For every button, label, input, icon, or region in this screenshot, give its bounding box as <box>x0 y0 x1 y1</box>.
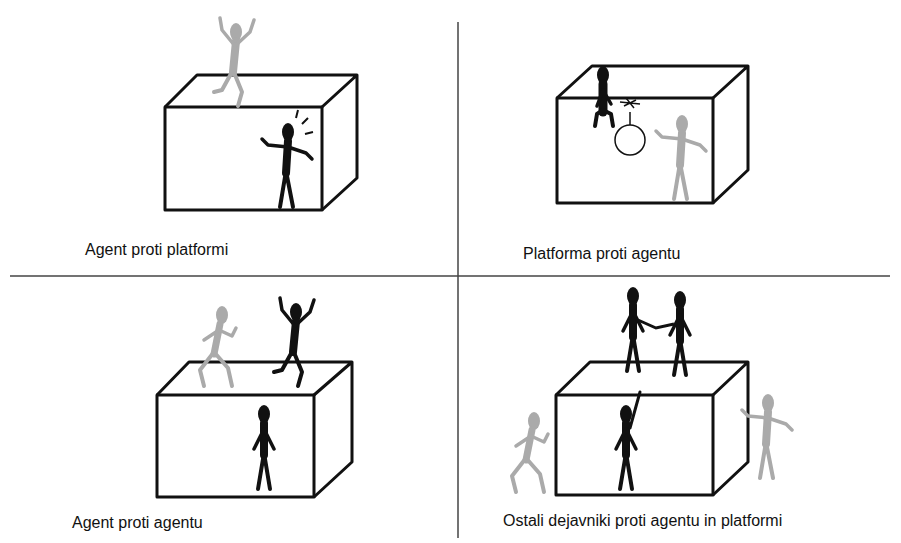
quadrant-caption: Platforma proti agentu <box>523 244 680 263</box>
pointing-arm <box>630 392 640 428</box>
quadrant-caption: Agent proti platformi <box>85 240 228 259</box>
bomb-fuse <box>620 98 640 125</box>
figure-black <box>254 405 274 489</box>
cube <box>157 362 352 497</box>
figure-grey <box>214 18 254 106</box>
handshake <box>638 320 674 328</box>
quadrant-caption: Ostali dejavniki proti agentu in platfor… <box>503 511 782 530</box>
figure-grey <box>200 306 236 386</box>
divider-vertical <box>457 22 459 538</box>
figure-black <box>623 287 643 371</box>
figure-grey <box>742 394 792 478</box>
cube <box>556 362 748 495</box>
alarm-marks <box>296 110 313 134</box>
cube <box>165 75 357 210</box>
figure-grey <box>512 412 548 492</box>
figure-black <box>262 123 312 207</box>
divider-horizontal <box>10 275 890 277</box>
cube <box>557 66 748 203</box>
figure-black <box>274 298 314 386</box>
bomb <box>615 125 645 155</box>
quadrant-caption: Agent proti agentu <box>72 513 203 532</box>
figure-black <box>670 291 690 375</box>
figure-black <box>595 66 613 126</box>
figure-grey <box>656 115 706 199</box>
